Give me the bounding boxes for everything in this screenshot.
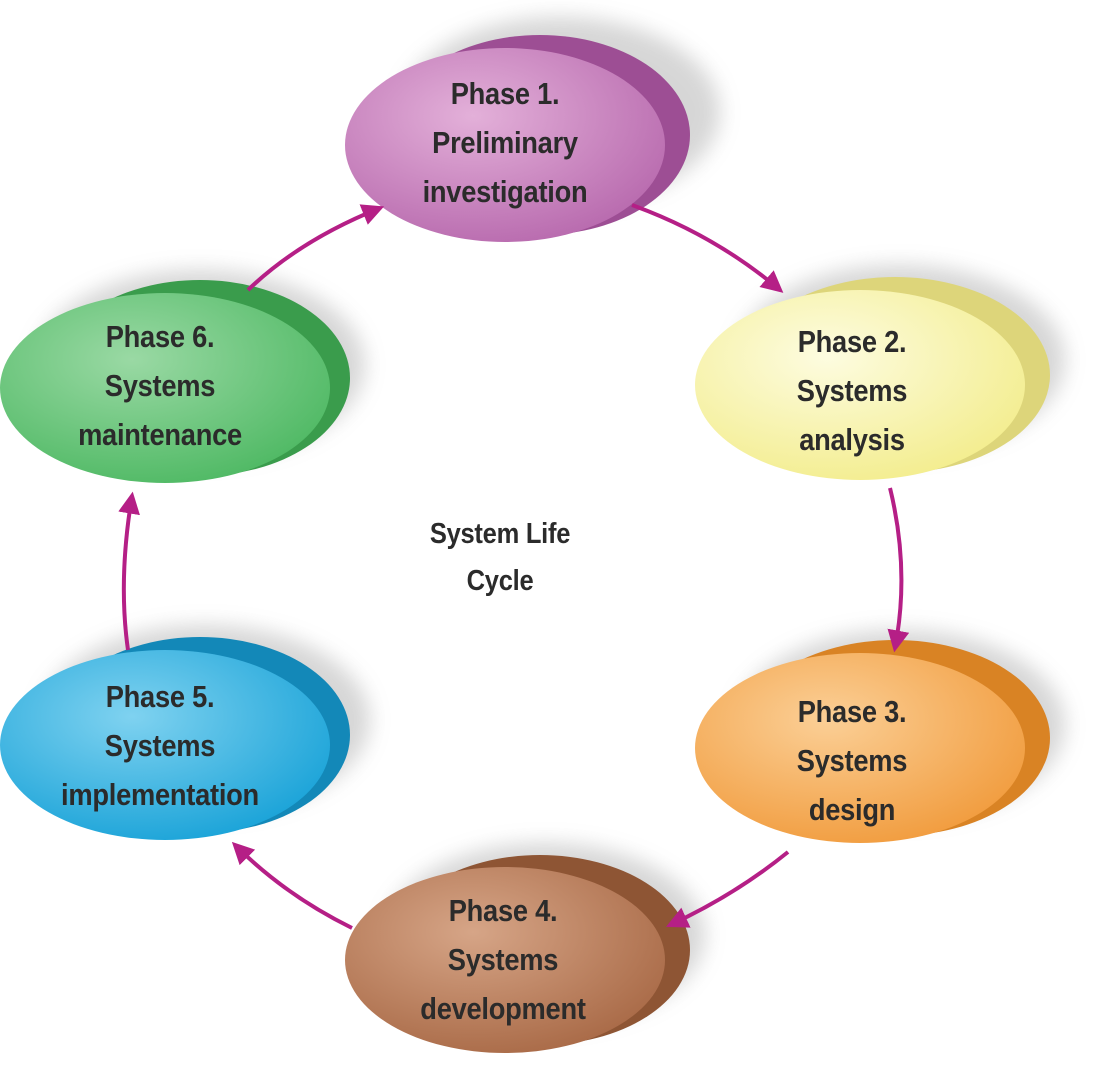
phase-2-label: Phase 2. Systems analysis (746, 315, 957, 465)
arrow-phase5-to-phase6 (118, 491, 140, 651)
phase-4-node (345, 855, 690, 1053)
arrow-phase6-to-phase1 (246, 204, 385, 292)
phase-6-number: Phase 6. (105, 318, 215, 354)
phase-2-number: Phase 2. (797, 323, 907, 359)
phase-6-title-line1: Systems (104, 367, 216, 403)
phase-2-title-line2: analysis (799, 421, 905, 457)
phase-1-node (345, 35, 690, 242)
phase-5-number: Phase 5. (105, 678, 215, 714)
phase-1-title-line1: Preliminary (432, 124, 578, 160)
phase-6-node (0, 280, 350, 483)
phase-5-title-line2: implementation (61, 776, 259, 812)
diagram-title: System Life Cycle (399, 508, 601, 608)
phase-4-label: Phase 4. Systems development (393, 884, 613, 1034)
phase-6-ellipse (0, 293, 330, 483)
cycle-arrows (118, 203, 910, 930)
phase-6-title-line2: maintenance (78, 416, 242, 452)
phase-5-title-line1: Systems (104, 727, 216, 763)
arrow-phase3-to-phase4 (666, 850, 790, 928)
phase-2-title-line1: Systems (796, 372, 908, 408)
phase-3-node (695, 640, 1050, 843)
phase-3-label: Phase 3. Systems design (746, 685, 957, 835)
arrow-phase2-to-phase3 (887, 487, 910, 653)
phase-2-ellipse (695, 290, 1025, 480)
arrow-phase4-to-phase5 (231, 841, 353, 930)
phase-4-title-line1: Systems (447, 941, 559, 977)
phase-5-node (0, 637, 350, 840)
phase-2-node (695, 277, 1050, 480)
phase-1-label: Phase 1. Preliminary investigation (399, 62, 610, 222)
phase-4-number: Phase 4. (448, 892, 558, 928)
phase-4-title-line2: development (420, 990, 586, 1026)
phase-3-ellipse (695, 653, 1025, 843)
phase-1-number: Phase 1. (450, 75, 560, 111)
phase-1-title-line2: investigation (422, 173, 588, 209)
diagram-title-line1: System Life (429, 518, 571, 550)
phase-3-title-line2: design (808, 791, 896, 827)
phase-1-ellipse (345, 48, 665, 242)
phase-3-number: Phase 3. (797, 693, 907, 729)
phase-4-ellipse (345, 867, 665, 1053)
phase-6-label: Phase 6. Systems maintenance (50, 310, 270, 460)
phase-3-title-line1: Systems (796, 742, 908, 778)
phase-5-ellipse (0, 650, 330, 840)
arrow-phase1-to-phase2 (631, 203, 784, 293)
phase-5-label: Phase 5. Systems implementation (37, 670, 283, 820)
diagram-title-line2: Cycle (466, 565, 534, 597)
